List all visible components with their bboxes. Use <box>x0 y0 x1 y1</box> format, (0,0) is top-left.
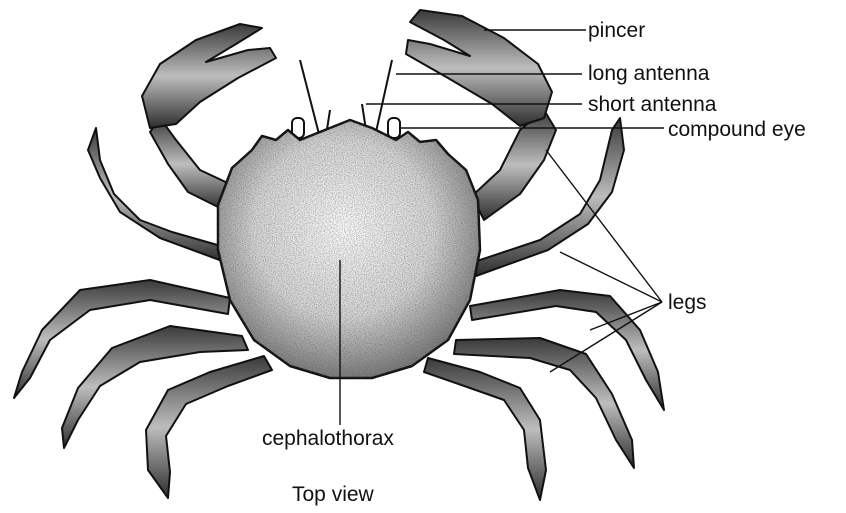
label-short-antenna: short antenna <box>588 94 716 115</box>
left-leg-4 <box>146 356 272 498</box>
label-legs: legs <box>668 292 707 313</box>
carapace-texture <box>218 120 480 378</box>
right-claw <box>406 10 552 126</box>
caption-top-view: Top view <box>292 484 374 505</box>
left-arm <box>150 118 232 210</box>
label-compound-eye: compound eye <box>668 119 806 140</box>
right-leg-4 <box>424 358 546 500</box>
carapace <box>218 120 480 378</box>
label-cephalothorax: cephalothorax <box>262 428 394 449</box>
label-pincer: pincer <box>588 20 645 41</box>
right-arm <box>472 110 556 220</box>
label-long-antenna: long antenna <box>588 63 709 84</box>
left-claw <box>142 24 276 128</box>
compound-eye-right <box>388 118 400 138</box>
